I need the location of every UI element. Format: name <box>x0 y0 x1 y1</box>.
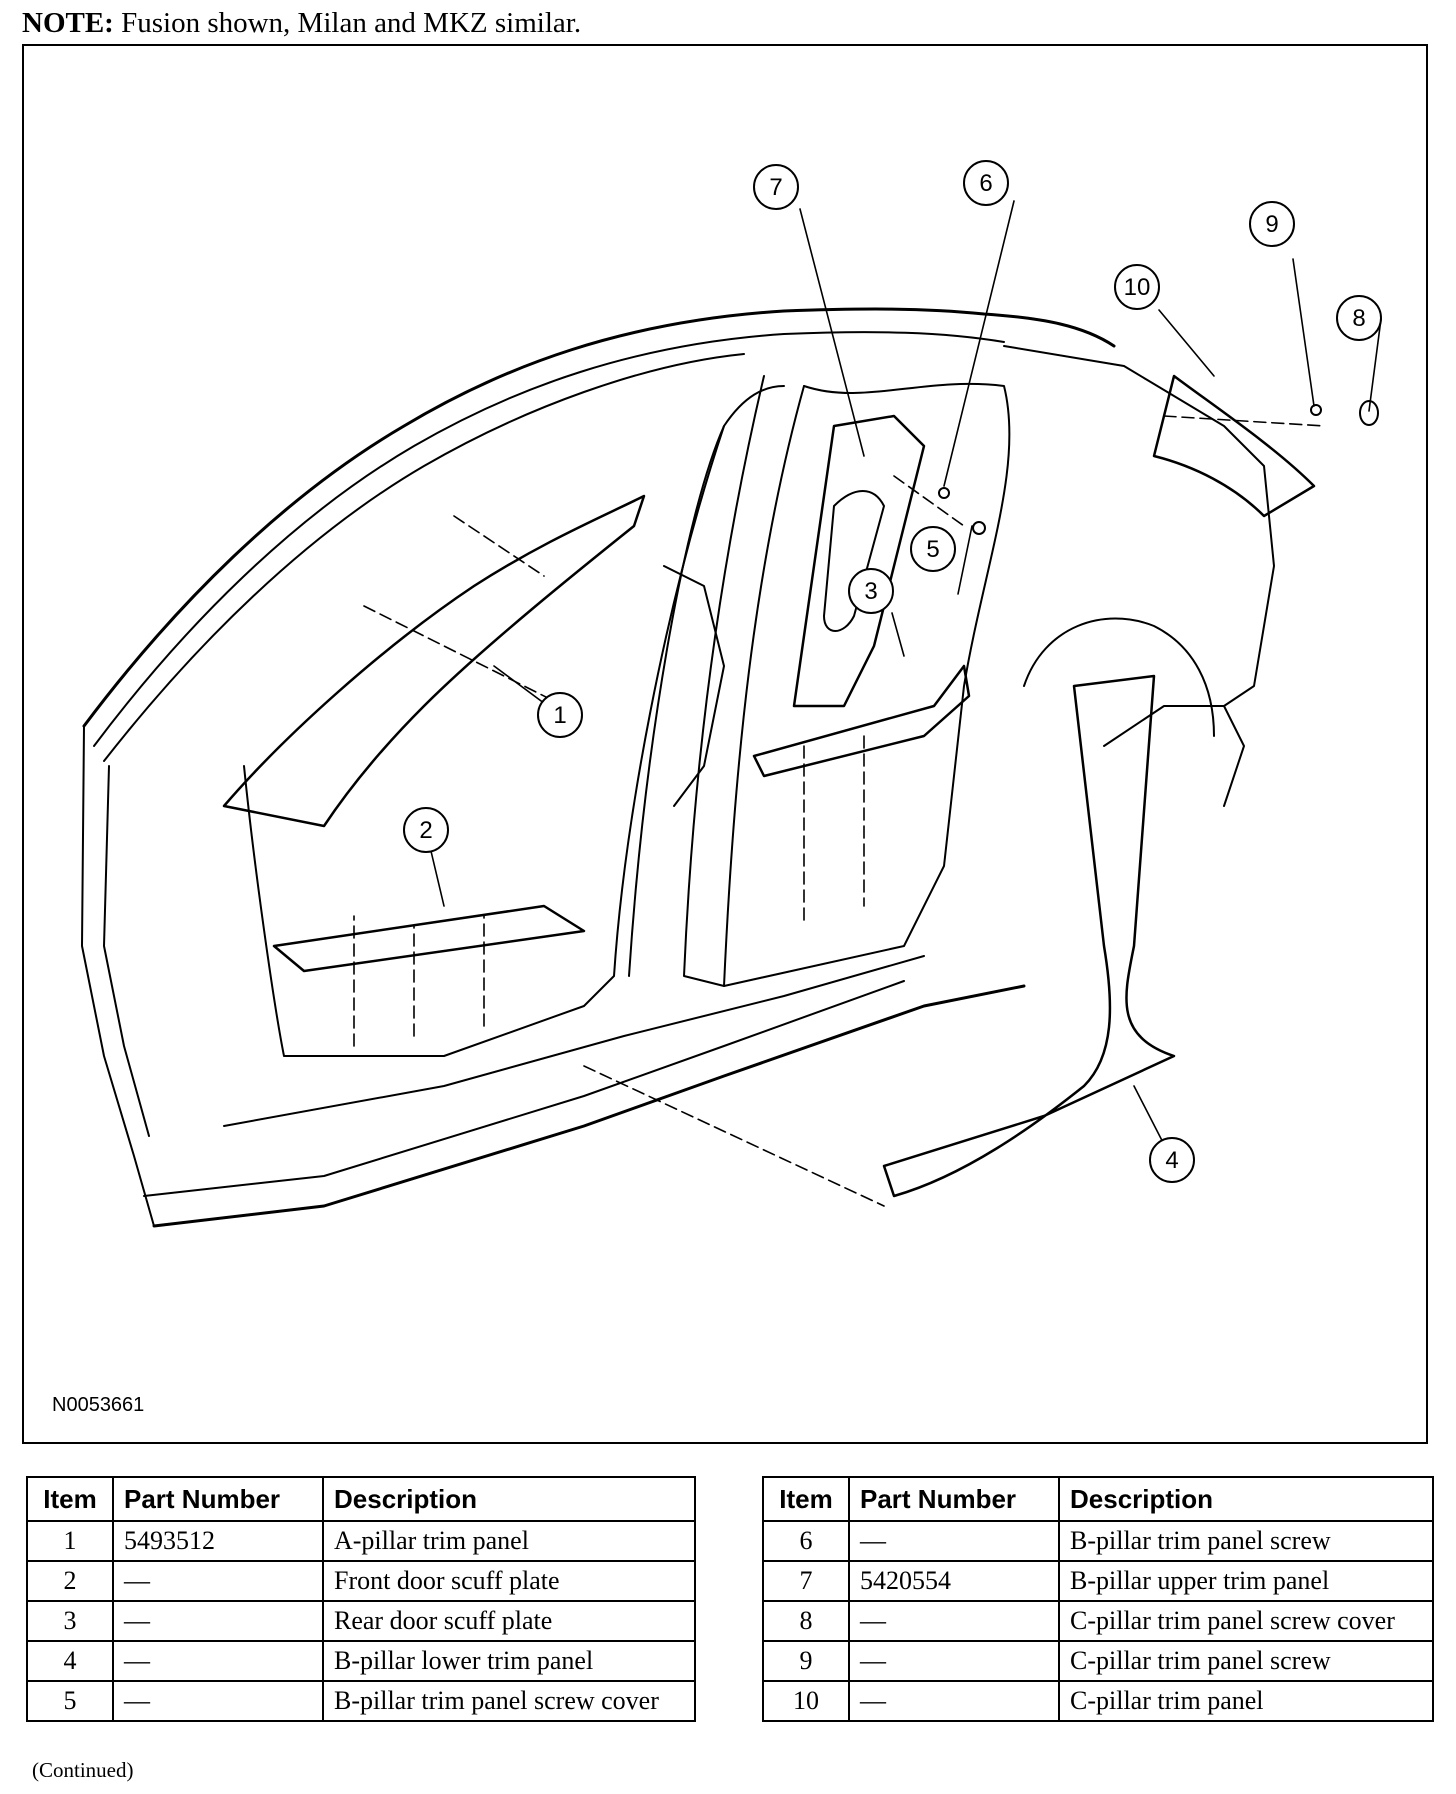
header-part-number: Part Number <box>112 1476 324 1522</box>
cell-description: B-pillar trim panel screw cover <box>322 1680 696 1722</box>
callout-3: 3 <box>848 568 894 614</box>
table-row: 9 — C-pillar trim panel screw <box>762 1640 1434 1682</box>
callout-2: 2 <box>403 807 449 853</box>
cell-description: Front door scuff plate <box>322 1560 696 1602</box>
svg-text:7: 7 <box>769 174 782 201</box>
cell-part-number: — <box>848 1600 1060 1642</box>
callout-1: 1 <box>537 692 583 738</box>
table-row: 3 — Rear door scuff plate <box>26 1600 696 1642</box>
callout-7: 7 <box>753 164 799 210</box>
body-side-line-drawing <box>81 200 1382 1228</box>
cell-part-number: 5493512 <box>112 1520 324 1562</box>
callout-8: 8 <box>1336 295 1382 341</box>
cell-item: 6 <box>762 1520 850 1562</box>
cell-part-number: — <box>848 1520 1060 1562</box>
table-row: 5 — B-pillar trim panel screw cover <box>26 1680 696 1722</box>
cell-description: B-pillar upper trim panel <box>1058 1560 1434 1602</box>
callout-6: 6 <box>963 160 1009 206</box>
header-part-number: Part Number <box>848 1476 1060 1522</box>
header-description: Description <box>322 1476 696 1522</box>
callout-4: 4 <box>1149 1137 1195 1183</box>
cell-description: B-pillar trim panel screw <box>1058 1520 1434 1562</box>
note-line: NOTE: Fusion shown, Milan and MKZ simila… <box>22 6 581 40</box>
header-item: Item <box>26 1476 114 1522</box>
callout-10: 10 <box>1114 264 1160 310</box>
table-row: 10 — C-pillar trim panel <box>762 1680 1434 1722</box>
header-description: Description <box>1058 1476 1434 1522</box>
svg-text:8: 8 <box>1352 305 1365 332</box>
parts-table-left: Item Part Number Description 1 5493512 A… <box>26 1476 696 1722</box>
table-header-row: Item Part Number Description <box>26 1476 696 1522</box>
cell-description: Rear door scuff plate <box>322 1600 696 1642</box>
cell-description: C-pillar trim panel <box>1058 1680 1434 1722</box>
cell-item: 10 <box>762 1680 850 1722</box>
table-row: 8 — C-pillar trim panel screw cover <box>762 1600 1434 1642</box>
header-item: Item <box>762 1476 850 1522</box>
cell-item: 4 <box>26 1640 114 1682</box>
svg-text:1: 1 <box>553 702 566 729</box>
cell-description: A-pillar trim panel <box>322 1520 696 1562</box>
cell-part-number: — <box>112 1640 324 1682</box>
svg-text:2: 2 <box>419 817 432 844</box>
parts-table-right: Item Part Number Description 6 — B-pilla… <box>762 1476 1434 1722</box>
cell-part-number: — <box>112 1680 324 1722</box>
table-row: 4 — B-pillar lower trim panel <box>26 1640 696 1682</box>
cell-item: 1 <box>26 1520 114 1562</box>
cell-item: 2 <box>26 1560 114 1602</box>
table-header-row: Item Part Number Description <box>762 1476 1434 1522</box>
cell-part-number: — <box>848 1680 1060 1722</box>
callout-5: 5 <box>910 526 956 572</box>
table-row: 7 5420554 B-pillar upper trim panel <box>762 1560 1434 1602</box>
table-row: 1 5493512 A-pillar trim panel <box>26 1520 696 1562</box>
svg-text:5: 5 <box>926 536 939 563</box>
exploded-view-figure: 1 2 3 4 5 6 7 8 9 10 N0053661 <box>22 44 1428 1444</box>
svg-text:10: 10 <box>1124 274 1151 301</box>
note-label: NOTE: <box>22 7 114 39</box>
cell-part-number: 5420554 <box>848 1560 1060 1602</box>
cell-part-number: — <box>848 1640 1060 1682</box>
note-text: Fusion shown, Milan and MKZ similar. <box>121 7 582 39</box>
cell-item: 5 <box>26 1680 114 1722</box>
svg-text:3: 3 <box>864 578 877 605</box>
continued-label: (Continued) <box>32 1758 134 1782</box>
figure-id: N0053661 <box>52 1394 145 1416</box>
cell-part-number: — <box>112 1600 324 1642</box>
cell-description: C-pillar trim panel screw <box>1058 1640 1434 1682</box>
cell-item: 9 <box>762 1640 850 1682</box>
callout-9: 9 <box>1249 201 1295 247</box>
svg-text:6: 6 <box>979 170 992 197</box>
cell-description: C-pillar trim panel screw cover <box>1058 1600 1434 1642</box>
cell-item: 7 <box>762 1560 850 1602</box>
callout-layer: 1 2 3 4 5 6 7 8 9 10 <box>403 160 1382 1183</box>
table-row: 2 — Front door scuff plate <box>26 1560 696 1602</box>
cell-description: B-pillar lower trim panel <box>322 1640 696 1682</box>
cell-item: 3 <box>26 1600 114 1642</box>
svg-text:4: 4 <box>1165 1147 1178 1174</box>
cell-part-number: — <box>112 1560 324 1602</box>
table-row: 6 — B-pillar trim panel screw <box>762 1520 1434 1562</box>
svg-text:9: 9 <box>1265 211 1278 238</box>
cell-item: 8 <box>762 1600 850 1642</box>
